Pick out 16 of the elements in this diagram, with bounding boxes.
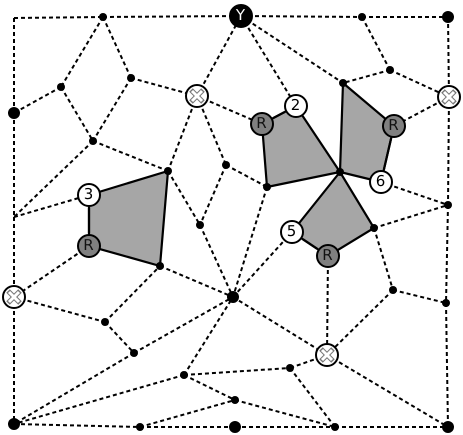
connector-line <box>272 111 286 119</box>
cross-marker <box>436 84 460 108</box>
number-circle: 6 <box>368 170 392 194</box>
number-circle: 5 <box>280 220 304 244</box>
cross-marker <box>314 342 338 366</box>
number-circle: 3 <box>76 182 100 206</box>
connector-line <box>88 208 90 233</box>
connector-line <box>302 238 318 250</box>
label-circle: R <box>250 112 274 136</box>
cross-marker <box>2 284 26 308</box>
connector-line <box>382 138 392 170</box>
label-circle: Y <box>228 4 252 28</box>
label-circle: R <box>76 234 100 258</box>
label-circle: R <box>382 114 406 138</box>
number-circle: 2 <box>284 94 308 118</box>
cross-marker <box>184 84 208 108</box>
